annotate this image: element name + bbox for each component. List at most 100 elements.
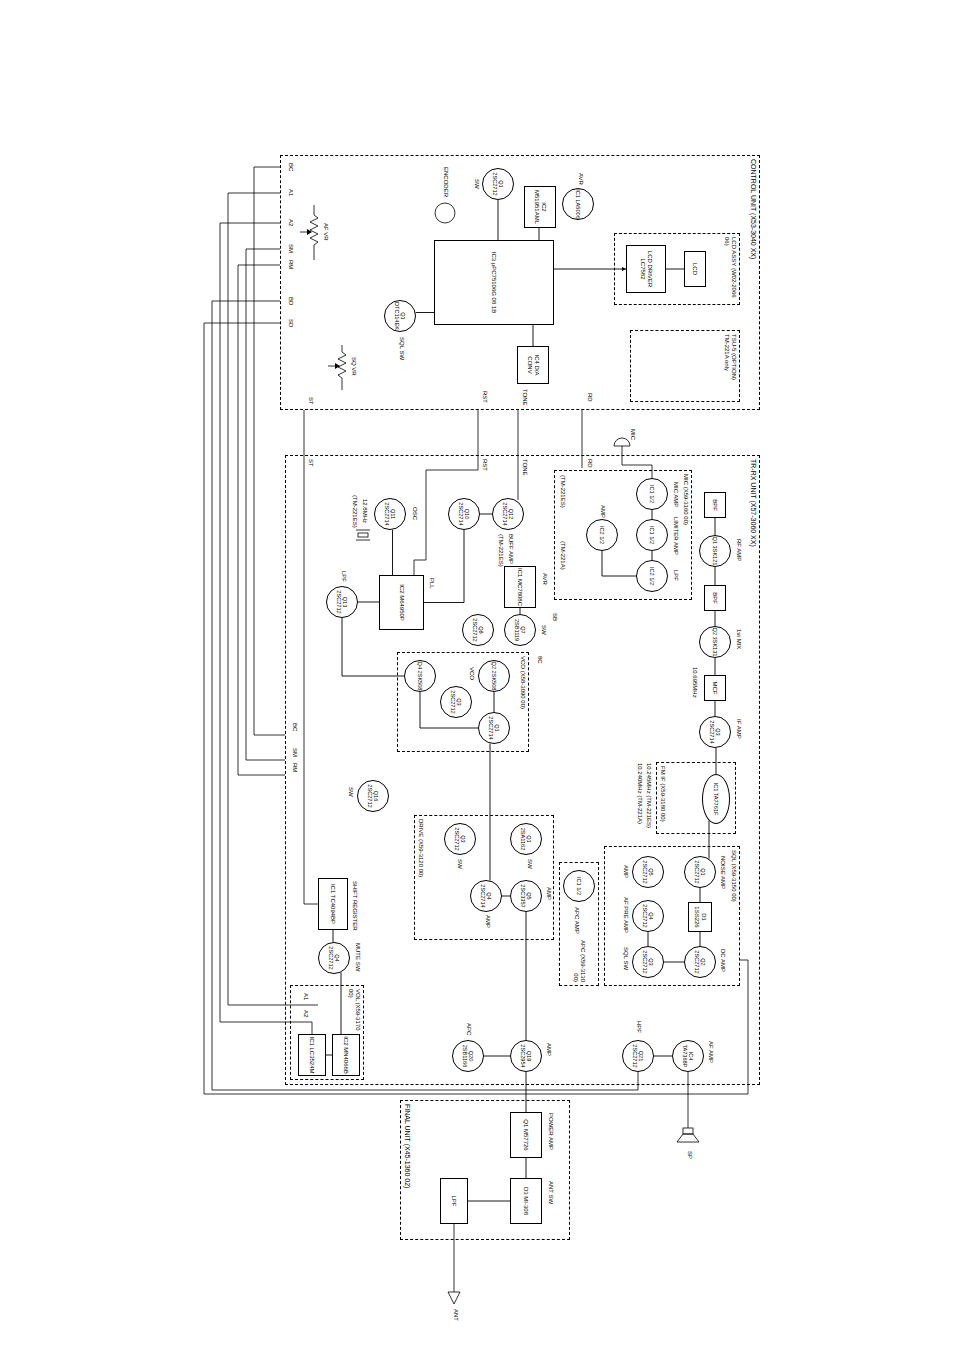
signal-wire xyxy=(414,410,478,575)
node-text: IC4 TA7368P xyxy=(682,1041,694,1071)
component-box: IC3 µPC75106G 08 1B xyxy=(434,240,554,325)
node-text: Q1 3SK121 xyxy=(712,537,718,566)
bus-wire xyxy=(220,223,312,1034)
component-box: D1 1SS226 xyxy=(688,902,712,932)
signal-label: RD xyxy=(586,458,593,469)
component-circle: Q4 2SC2712 xyxy=(318,942,350,974)
node-text: Q11 2SC2714 xyxy=(384,499,396,529)
signal-label: SM xyxy=(291,747,298,758)
node-text: IC1 TA7761F xyxy=(713,783,719,816)
node-text: APC (X59-3130 00) xyxy=(572,936,586,982)
signal-label: BC xyxy=(287,162,294,172)
signal-connector xyxy=(700,932,701,946)
signal-label: RD xyxy=(586,392,593,403)
ic-ellipse: IC1 TA7761F xyxy=(702,774,730,824)
signal-label: LPF xyxy=(340,570,347,583)
node-text: IC3 µPC75106G 08 1B xyxy=(491,252,498,314)
signal-label: SP xyxy=(686,1150,693,1160)
component-circle: Q12 2SC2714 xyxy=(492,498,524,530)
component-circle: Q3 2SC2712 xyxy=(440,686,472,718)
node-text: Q3 2SC2712 xyxy=(450,687,462,717)
microphone-symbol xyxy=(614,438,630,446)
node-text: LCD ASSY (W02-2066 06) xyxy=(723,237,737,301)
node-text: Q5 2SC3357 xyxy=(520,881,532,911)
node-text: Q8 2SC2712 xyxy=(472,615,484,645)
component-box: LCD xyxy=(684,251,706,287)
node-text: TR-RX UNIT (X57-3060 XX) xyxy=(749,459,757,547)
node-text: BPF xyxy=(712,499,719,511)
component-circle: Q3 2SC2712 xyxy=(632,946,664,978)
signal-connector xyxy=(715,611,716,626)
signal-wire xyxy=(304,410,318,904)
signal-label: VCO xyxy=(468,666,475,681)
signal-label: LIMITER AMP xyxy=(672,516,679,556)
antenna-symbol xyxy=(448,1292,460,1304)
signal-label: AVR xyxy=(541,572,548,586)
node-text: Q21 2SC2712 xyxy=(632,1041,644,1071)
unit-outline: TSU-5 (OPTION)TM-221A only xyxy=(630,330,740,402)
component-box: IC2 M64950P xyxy=(379,575,424,630)
component-circle: Q1 DTC114EK xyxy=(384,300,416,332)
node-text: IC1 1/2 xyxy=(649,526,655,544)
speaker-wire xyxy=(688,1072,689,1128)
signal-label: TONE xyxy=(521,458,528,477)
signal-label: POWER AMP xyxy=(547,1112,554,1151)
signal-label: APC AMP xyxy=(573,906,580,935)
component-circle: Q19 2SC2954 xyxy=(510,1040,542,1072)
component-circle: Q5 2SC3357 xyxy=(510,880,542,912)
signal-label: TONE xyxy=(521,388,528,407)
component-circle: Q1 2SC2712 xyxy=(684,856,716,888)
node-text: Q2 2SK508 xyxy=(491,662,497,691)
component-circle: Q1 2SA1162 xyxy=(510,823,542,855)
node-text: Q13 2SC2712 xyxy=(336,587,348,617)
signal-label: NOISE AMP xyxy=(719,855,726,890)
signal-connector xyxy=(494,692,495,712)
signal-label: A1 xyxy=(302,992,309,1001)
node-text: D3 MI-308 xyxy=(523,1187,530,1215)
signal-label: A2 xyxy=(302,1009,309,1018)
node-text: VOL (X59-3170 00) xyxy=(347,989,361,1035)
node-text: Q3 2SC2714 xyxy=(709,717,721,747)
bus-wire xyxy=(228,193,318,1005)
node-text: Q10 2SC2714 xyxy=(458,499,470,529)
signal-label: (TM-221ES) xyxy=(497,533,504,568)
component-circle: Q3 2SC2714 xyxy=(699,716,731,748)
node-text: VCO (X58-3090 00) xyxy=(519,656,526,709)
signal-connector xyxy=(358,602,379,603)
node-text: IC1 1/2 xyxy=(576,877,582,895)
signal-connector xyxy=(652,551,653,560)
signal-label: SM xyxy=(287,243,294,254)
signal-label: SHIFT REGISTER xyxy=(351,880,358,932)
signal-connector xyxy=(700,888,701,902)
signal-connector xyxy=(526,1072,527,1112)
signal-label: 12.8MHz xyxy=(361,498,368,524)
signal-label: BD xyxy=(287,296,294,306)
signal-label: AMP xyxy=(599,504,606,519)
signal-label: A2 xyxy=(287,218,294,227)
signal-connector xyxy=(502,896,510,897)
signal-label: AF AMP xyxy=(707,1040,714,1064)
node-text: Q1 2SC2714 xyxy=(488,713,500,743)
arrow-group xyxy=(307,229,340,369)
signal-connector xyxy=(424,530,464,603)
signal-connector xyxy=(480,514,492,515)
component-box: LPF xyxy=(440,1178,468,1224)
component-circle: Q5 2SC2712 xyxy=(632,856,664,888)
signal-label: AMP xyxy=(622,864,629,879)
node-text: Q7 2SB1119 xyxy=(514,615,526,645)
signal-connector xyxy=(341,972,342,1034)
unit-outline: TR-RX UNIT (X57-3060 XX)MIC (X59-3160 00… xyxy=(285,455,760,1085)
component-circle: IC1 1/2 xyxy=(636,478,668,510)
signal-connector xyxy=(654,1056,672,1057)
signal-connector xyxy=(468,1201,510,1202)
component-circle: IC4 TA7368P xyxy=(672,1040,704,1072)
signal-connector xyxy=(533,325,534,346)
node-text: CONTROL UNIT (X53-3040 XX) xyxy=(749,159,757,259)
bus-wire xyxy=(212,301,638,1090)
signal-label: DC AMP xyxy=(719,948,726,973)
signal-label: PLL xyxy=(428,577,435,590)
component-box: IC1 LC3524M xyxy=(298,1034,326,1076)
unit-outline: VOL (X59-3170 00)IC2 MN4066BIC1 LC3524M xyxy=(290,985,364,1080)
signal-label: SD xyxy=(287,318,294,328)
